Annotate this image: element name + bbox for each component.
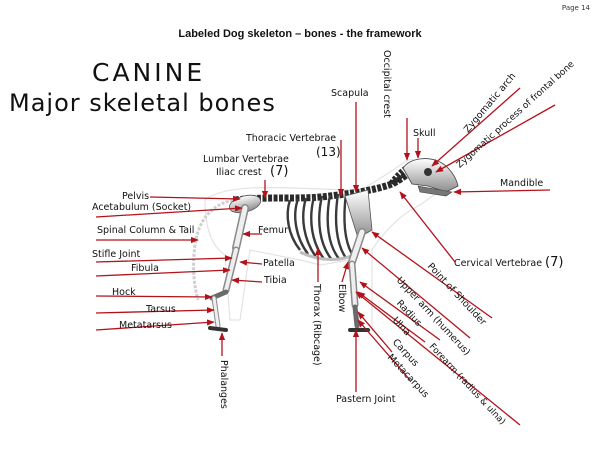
label-hock: Hock (112, 287, 136, 298)
arrow-upper-arm (361, 247, 471, 339)
front-leg (348, 228, 370, 332)
label-occipital-crest: Occipital crest (381, 50, 392, 118)
label-skull: Skull (413, 128, 436, 139)
label-lumbar-count: (7) (270, 164, 289, 179)
label-phalanges: Phalanges (218, 360, 229, 409)
arrow-radius (359, 281, 441, 341)
arrow-fibula (95, 267, 231, 277)
arrow-hock (95, 293, 213, 301)
arrow-point-of-shoulder (371, 231, 493, 319)
label-spinal-column: Spinal Column & Tail (97, 225, 195, 236)
label-thoracic-count: (13) (316, 145, 341, 159)
label-iliac-crest: Iliac crest (216, 167, 262, 178)
label-lumbar-vertebrae: Lumbar Vertebrae (203, 154, 289, 165)
label-pastern-joint: Pastern Joint (336, 394, 396, 405)
arrow-stifle (95, 255, 233, 263)
page-number: Page 14 (561, 4, 590, 12)
arrow-pelvis (149, 195, 241, 202)
arrow-carpus (357, 311, 393, 353)
label-tarsus: Tarsus (146, 304, 176, 315)
arrow-patella (239, 259, 263, 266)
arrow-zygomatic-arch (431, 87, 521, 167)
document-title: Labeled Dog skeleton – bones - the frame… (178, 28, 422, 40)
label-scapula: Scapula (331, 88, 369, 99)
tail-bones (192, 198, 234, 301)
arrow-zygomatic-frontal (435, 104, 556, 173)
label-mandible: Mandible (500, 178, 544, 189)
label-femur: Femur (258, 225, 288, 236)
arrow-elbow (341, 261, 349, 283)
arrow-cervical (399, 191, 456, 263)
arrow-metatarsus (95, 319, 215, 331)
heading-canine: CANINE (92, 58, 206, 87)
label-elbow: Elbow (336, 284, 347, 313)
hind-leg (208, 204, 249, 332)
pointer-arrows (95, 87, 556, 426)
label-cervical-count: (7) (545, 255, 564, 270)
body-outline (204, 159, 451, 331)
heading-major-bones: Major skeletal bones (9, 89, 276, 117)
label-fibula: Fibula (131, 263, 159, 274)
label-thoracic-vertebrae: Thoracic Vertebrae (246, 133, 337, 144)
label-metatarsus: Metatarsus (119, 320, 172, 331)
eye-socket (424, 168, 432, 176)
label-tibia: Tibia (264, 275, 287, 286)
label-cervical-vertebrae: Cervical Vertebrae (454, 258, 543, 269)
scapula-bone (344, 189, 373, 239)
label-thorax: Thorax (Ribcage) (311, 284, 322, 366)
label-pelvis: Pelvis (122, 191, 150, 202)
arrow-tarsus (95, 307, 215, 314)
arrow-acetabulum (95, 205, 243, 218)
arrow-mandible (453, 188, 551, 195)
mandible-bone (417, 185, 453, 197)
ribcage (286, 192, 354, 261)
arrow-forearm (355, 291, 521, 426)
arrow-tibia (231, 277, 263, 284)
arrow-metacarpus (357, 319, 411, 381)
arrow-ulna (357, 291, 426, 343)
label-acetabulum: Acetabulum (Socket) (92, 202, 192, 213)
label-stifle-joint: Stifle Joint (92, 249, 141, 260)
label-patella: Patella (263, 258, 295, 269)
